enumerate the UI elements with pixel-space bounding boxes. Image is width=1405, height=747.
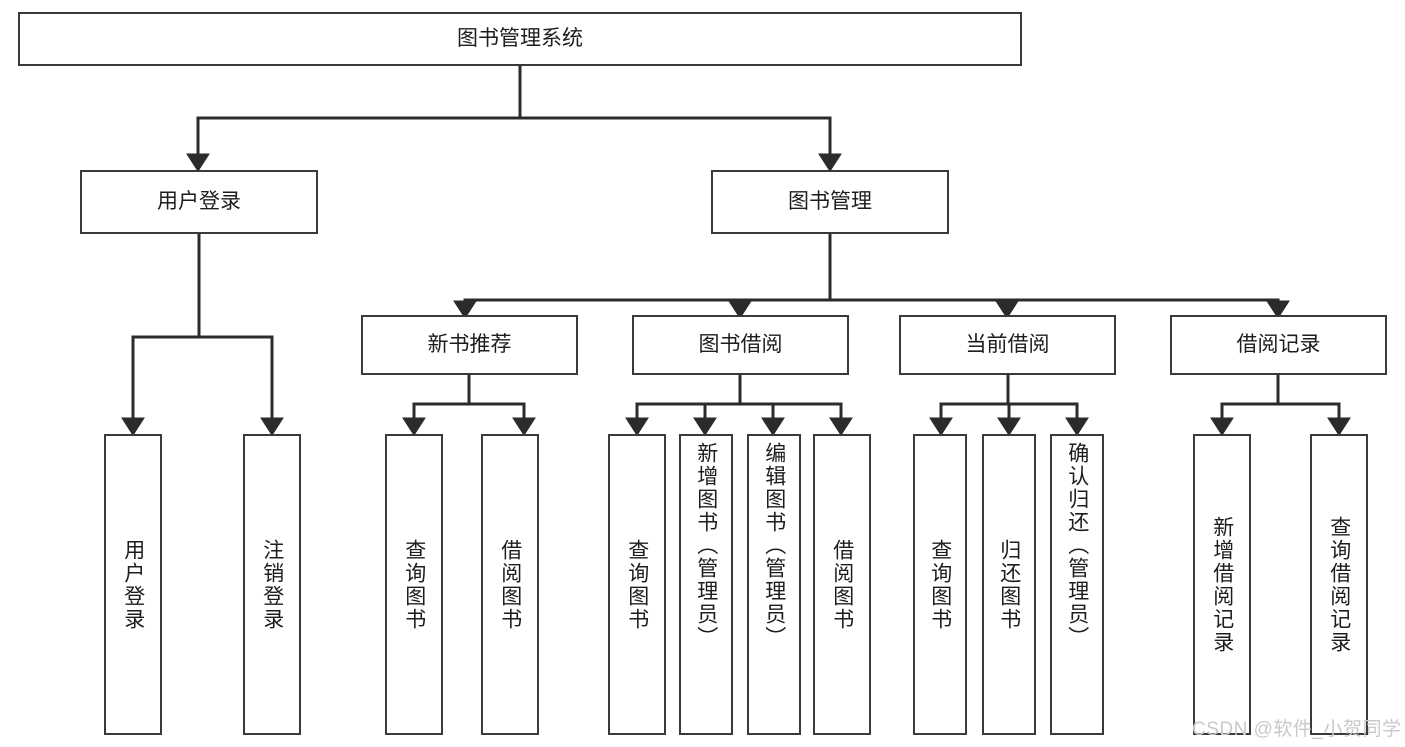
leaf-edit-book-label: 编辑图书（管理员） — [762, 442, 786, 649]
leaf-user-login[interactable]: 用户登录 — [104, 434, 162, 735]
leaf-borrow-book-2-label: 借阅图书 — [830, 538, 854, 631]
leaf-edit-book[interactable]: 编辑图书（管理员） — [747, 434, 801, 735]
leaf-logout-label: 注销登录 — [260, 538, 284, 631]
node-user-login-label: 用户登录 — [157, 190, 241, 214]
node-new-book-recommend[interactable]: 新书推荐 — [361, 315, 578, 375]
leaf-user-login-label: 用户登录 — [121, 538, 145, 631]
node-current-borrow-label: 当前借阅 — [965, 333, 1050, 357]
node-new-book-recommend-label: 新书推荐 — [427, 333, 512, 357]
node-book-borrow[interactable]: 图书借阅 — [632, 315, 849, 375]
leaf-query-book-2-label: 查询图书 — [625, 538, 649, 631]
node-book-manage-label: 图书管理 — [788, 190, 872, 214]
node-borrow-record[interactable]: 借阅记录 — [1170, 315, 1387, 375]
node-borrow-record-label: 借阅记录 — [1236, 333, 1321, 357]
leaf-add-book[interactable]: 新增图书（管理员） — [679, 434, 733, 735]
leaf-add-book-label: 新增图书（管理员） — [694, 442, 718, 649]
leaf-query-book-1[interactable]: 查询图书 — [385, 434, 443, 735]
leaf-borrow-book-2[interactable]: 借阅图书 — [813, 434, 871, 735]
node-user-login[interactable]: 用户登录 — [80, 170, 318, 234]
leaf-logout[interactable]: 注销登录 — [243, 434, 301, 735]
node-root[interactable]: 图书管理系统 — [18, 12, 1022, 66]
node-root-label: 图书管理系统 — [457, 27, 583, 51]
leaf-query-book-3[interactable]: 查询图书 — [913, 434, 967, 735]
leaf-return-book-label: 归还图书 — [997, 538, 1021, 631]
csdn-watermark: CSDN @软件_小贺同学 — [1192, 719, 1402, 740]
leaf-return-book[interactable]: 归还图书 — [982, 434, 1036, 735]
leaf-add-record[interactable]: 新增借阅记录 — [1193, 434, 1251, 735]
leaf-confirm-return[interactable]: 确认归还（管理员） — [1050, 434, 1104, 735]
leaf-query-record-label: 查询借阅记录 — [1327, 515, 1351, 654]
leaf-add-record-label: 新增借阅记录 — [1210, 515, 1234, 654]
leaf-query-record[interactable]: 查询借阅记录 — [1310, 434, 1368, 735]
leaf-query-book-1-label: 查询图书 — [402, 538, 426, 631]
leaf-confirm-return-label: 确认归还（管理员） — [1065, 442, 1089, 649]
leaf-query-book-2[interactable]: 查询图书 — [608, 434, 666, 735]
leaf-borrow-book-1-label: 借阅图书 — [498, 538, 522, 631]
leaf-query-book-3-label: 查询图书 — [928, 538, 952, 631]
leaf-borrow-book-1[interactable]: 借阅图书 — [481, 434, 539, 735]
node-book-borrow-label: 图书借阅 — [698, 333, 783, 357]
node-book-manage[interactable]: 图书管理 — [711, 170, 949, 234]
node-current-borrow[interactable]: 当前借阅 — [899, 315, 1116, 375]
